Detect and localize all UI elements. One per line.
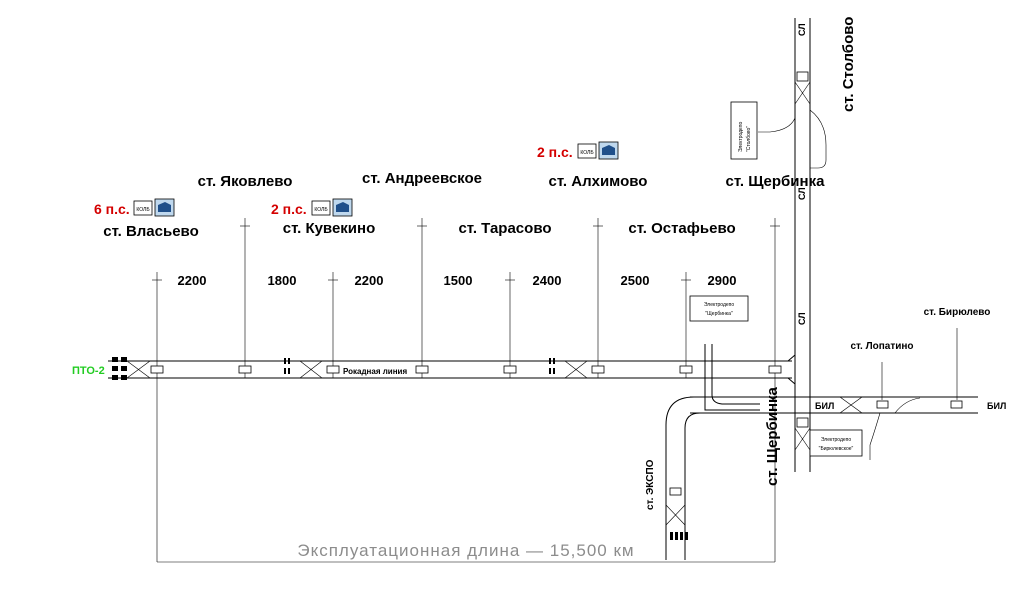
shcherbinka-depot: Электродепо "Щербинка": [689, 295, 749, 322]
station-markers: [150, 218, 782, 562]
shcherbinka-depot-tracks: [665, 344, 760, 560]
biryulevo-depot-label-1: Электродепо: [821, 437, 852, 443]
rolling-stock-kuvekino: 2 п.с. КОЛБ: [271, 198, 353, 217]
biryulevo-depot-label-2: "Бирюлевское": [819, 446, 854, 452]
distance-label: 1800: [268, 273, 297, 288]
station-tarasovo: ст. Тарасово: [458, 220, 551, 237]
station-yakovlevo: ст. Яковлево: [198, 173, 293, 190]
rolling-stock-alkhimovo: 2 п.с. КОЛБ: [537, 141, 619, 160]
vertical-tracks: [758, 18, 827, 472]
station-shcherbinka: ст. Щербинка: [726, 173, 826, 190]
rolling-stock-count: 2 п.с.: [271, 201, 307, 217]
kolb-badge-icon: [311, 200, 331, 216]
sl-label-mid: СЛ: [797, 187, 807, 200]
station-alkhimovo: ст. Алхимово: [549, 173, 648, 190]
station-stolbovo: ст. Столбово: [840, 17, 857, 112]
distance-label: 2400: [533, 273, 562, 288]
distance-labels: 2200 1800 2200 1500 2400 2500 2900: [178, 273, 737, 288]
svg-text:КОЛБ: КОЛБ: [136, 207, 150, 213]
crossovers: [284, 358, 588, 379]
station-ostafevo: ст. Остафьево: [628, 220, 735, 237]
distance-label: 2200: [178, 273, 207, 288]
bil-label-left: БИЛ: [815, 401, 834, 411]
depot-label: ПТО-2: [72, 365, 105, 377]
stolbovo-depot-label-2: "Столбово": [746, 126, 752, 152]
svg-text:КОЛБ: КОЛБ: [580, 150, 594, 156]
sl-label-low: СЛ: [797, 312, 807, 325]
stolbovo-depot: Электродепо "Столбово": [730, 101, 758, 160]
station-biryulevo: ст. Бирюлево: [924, 307, 991, 318]
station-lopatino: ст. Лопатино: [850, 341, 913, 352]
sl-label-top: СЛ: [797, 23, 807, 36]
kolb-badge-icon: [577, 143, 597, 159]
kolb-badge-icon: [133, 200, 153, 216]
bil-label-right: БИЛ: [987, 401, 1006, 411]
station-expo: ст. ЭКСПО: [645, 459, 656, 510]
station-kuvekino: ст. Кувекино: [283, 220, 376, 237]
distance-label: 2900: [708, 273, 737, 288]
station-vlasevo: ст. Власьево: [103, 223, 199, 240]
shcherbinka-depot-label-1: Электродепо: [704, 302, 735, 308]
station-shcherbinka-vertical: ст. Щербинка: [764, 386, 781, 486]
shcherbinka-depot-label-2: "Щербинка": [705, 311, 733, 317]
rolling-stock-vlasevo: 6 п.с. КОЛБ: [94, 198, 175, 217]
distance-label: 1500: [444, 273, 473, 288]
stolbovo-depot-label-1: Электродепо: [738, 121, 744, 152]
rokadnaya-label: Рокадная линия: [343, 367, 407, 376]
depot-stops: [112, 357, 151, 380]
station-andreevskoe: ст. Андреевское: [362, 170, 482, 187]
rolling-stock-count: 6 п.с.: [94, 201, 130, 217]
biryulevo-depot: Электродепо "Бирюлевское": [809, 429, 863, 457]
operational-length: Эксплуатационная длина — 15,500 км: [297, 541, 634, 560]
main-line-tracks: [108, 354, 796, 385]
rolling-stock-count: 2 п.с.: [537, 144, 573, 160]
distance-label: 2500: [621, 273, 650, 288]
svg-text:КОЛБ: КОЛБ: [314, 207, 328, 213]
distance-label: 2200: [355, 273, 384, 288]
